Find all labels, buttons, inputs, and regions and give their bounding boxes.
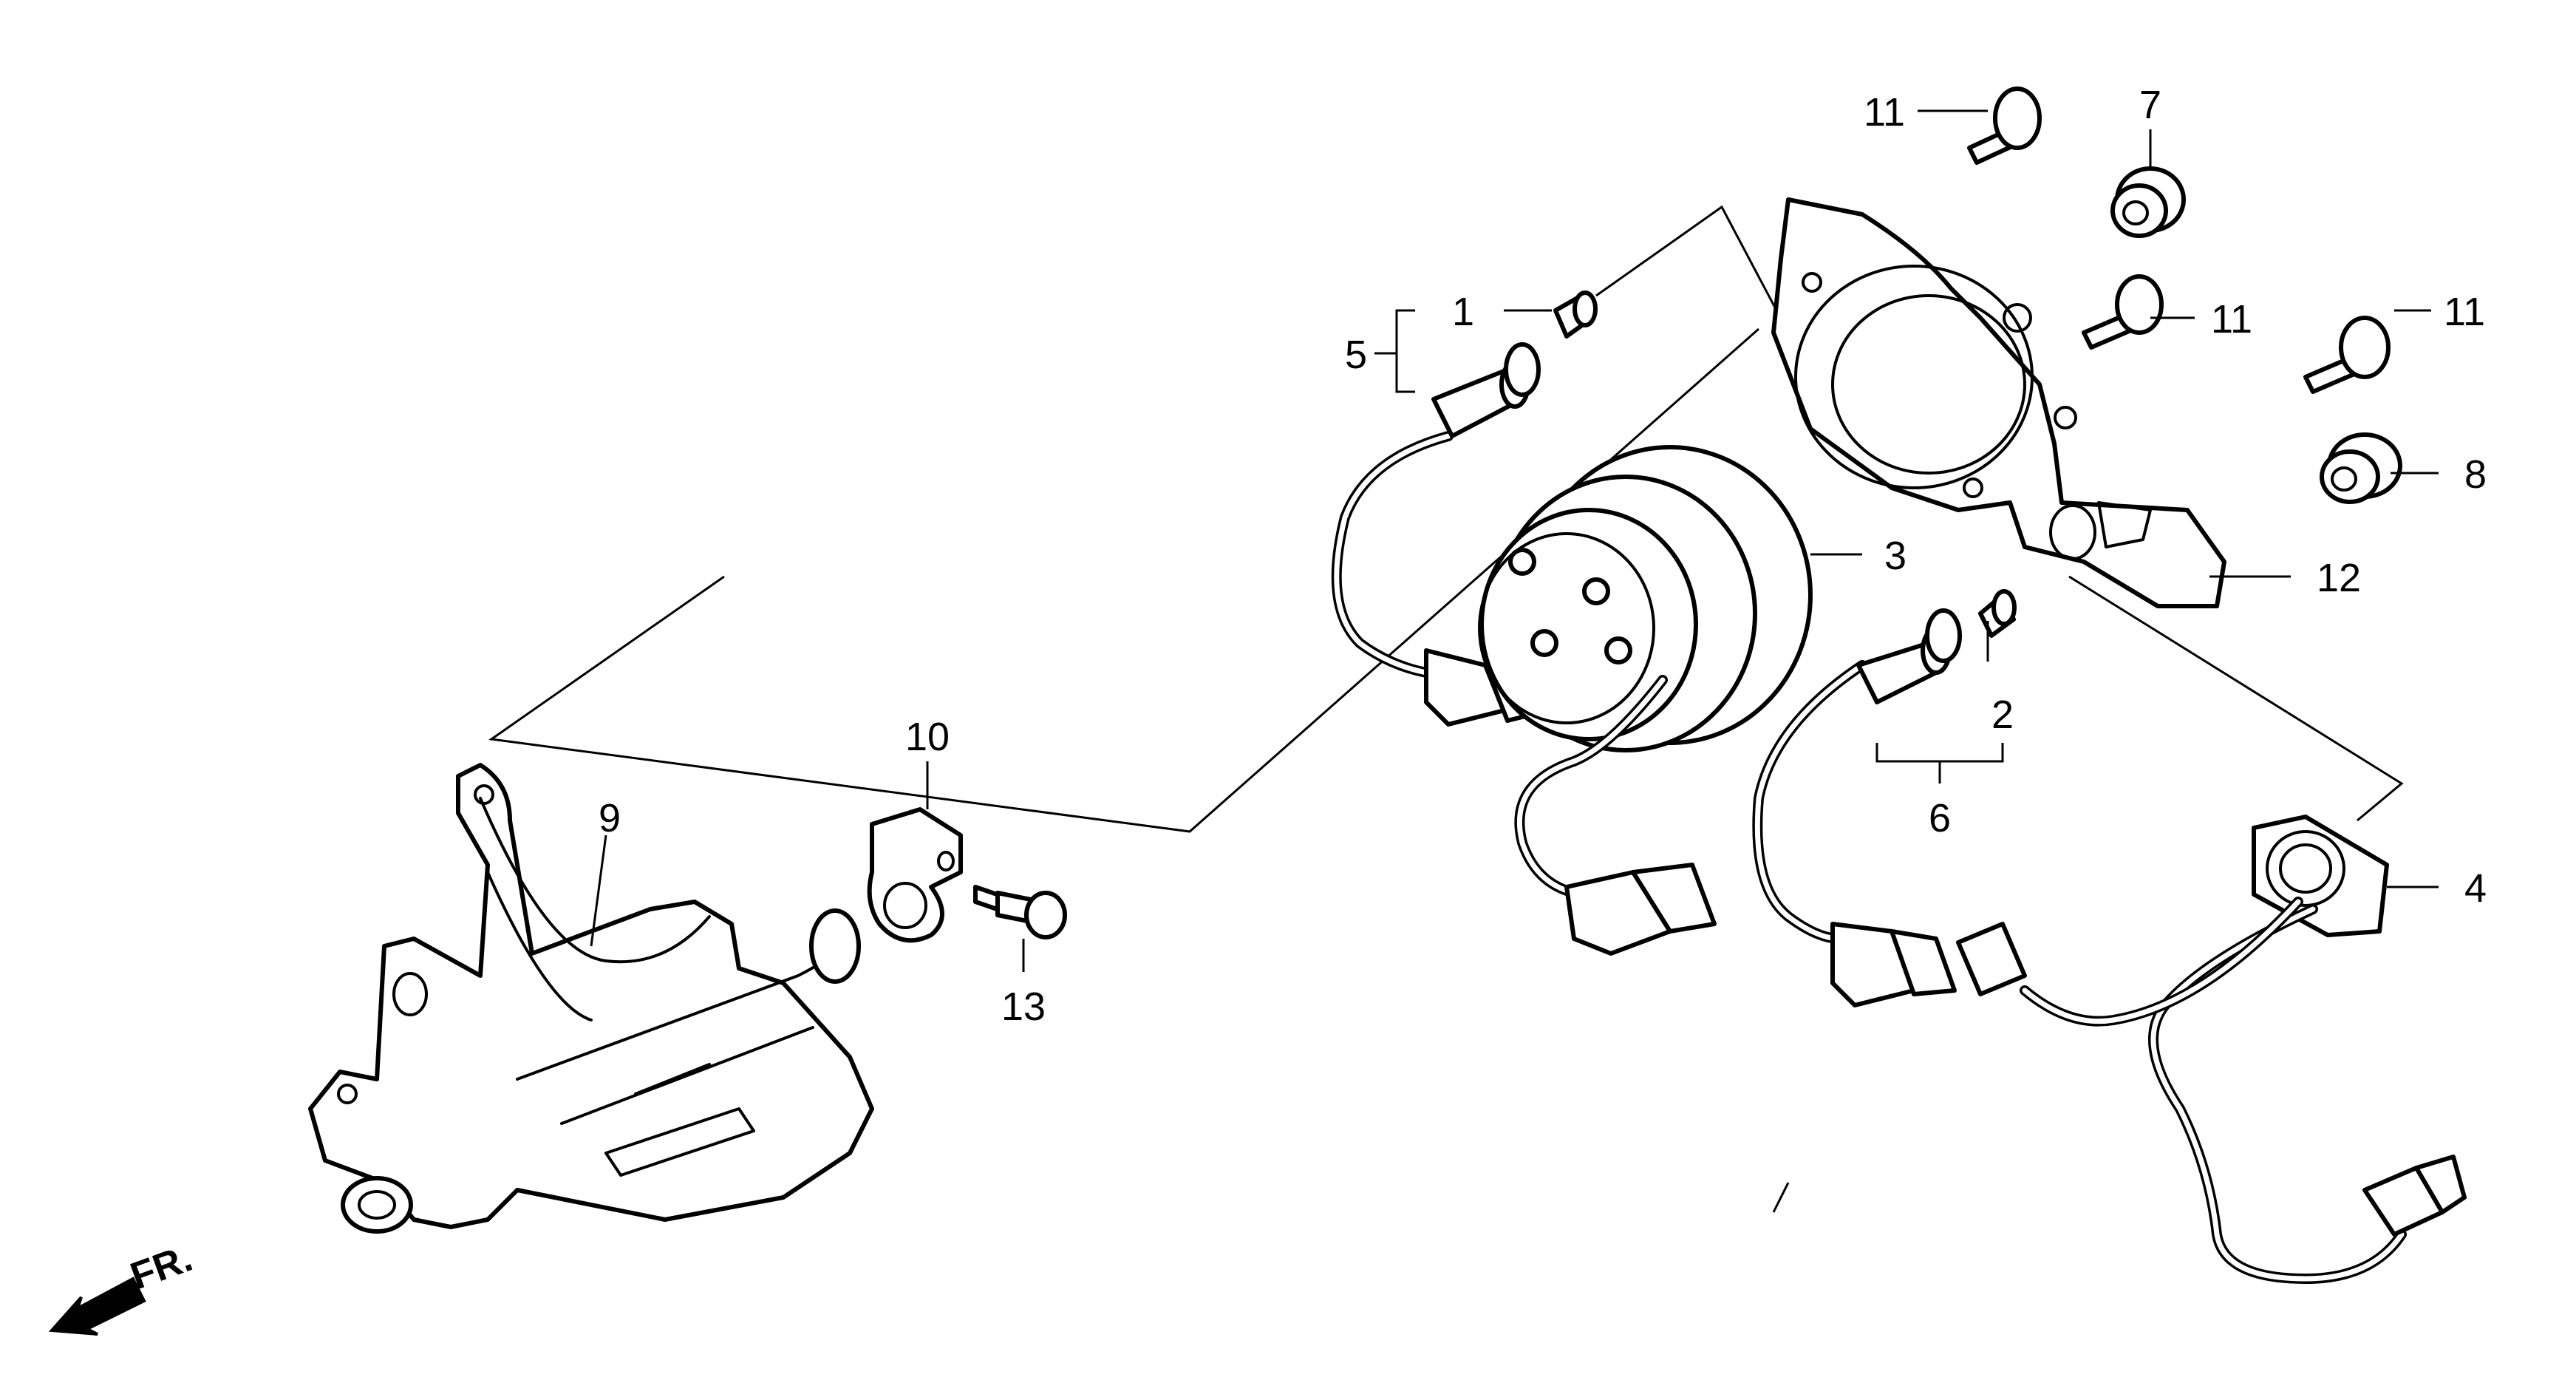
- callout-1: 1: [1452, 290, 1474, 334]
- arrow-icon: [48, 1277, 146, 1336]
- callout-13: 13: [1001, 985, 1046, 1029]
- grommet-7: [2110, 166, 2186, 238]
- indicator-housing: [1956, 815, 2467, 1285]
- callout-11-top: 11: [1864, 90, 1905, 135]
- callout-leaders: [590, 109, 2439, 972]
- harness-6: [1752, 589, 2017, 1007]
- callout-11-mid: 11: [2211, 297, 2252, 341]
- callout-11-right: 11: [2444, 290, 2485, 334]
- grommet-8: [2320, 432, 2402, 504]
- callout-2: 2: [1991, 693, 2014, 737]
- mount-bracket: [308, 763, 874, 1234]
- gauge: [1478, 445, 1813, 956]
- clamp: [867, 807, 963, 943]
- callout-10: 10: [905, 715, 950, 759]
- bolt: [973, 885, 1067, 939]
- callout-5: 5: [1345, 333, 1367, 377]
- callout-9: 9: [599, 796, 621, 840]
- front-direction-arrow: FR.: [48, 1237, 198, 1336]
- callout-12: 12: [2317, 556, 2361, 600]
- front-direction-label: FR.: [125, 1237, 198, 1298]
- callout-8: 8: [2464, 452, 2487, 497]
- screws: [1967, 86, 2391, 394]
- callout-3: 3: [1884, 534, 1907, 578]
- callout-6: 6: [1929, 796, 1951, 840]
- callout-numbers: 1 2 3 4 5 6 7 8 9 10 11 11 11 12 13: [599, 83, 2487, 1029]
- callout-4: 4: [2464, 866, 2487, 911]
- callout-7: 7: [2139, 83, 2161, 127]
- mounting-plate: [1771, 197, 2226, 608]
